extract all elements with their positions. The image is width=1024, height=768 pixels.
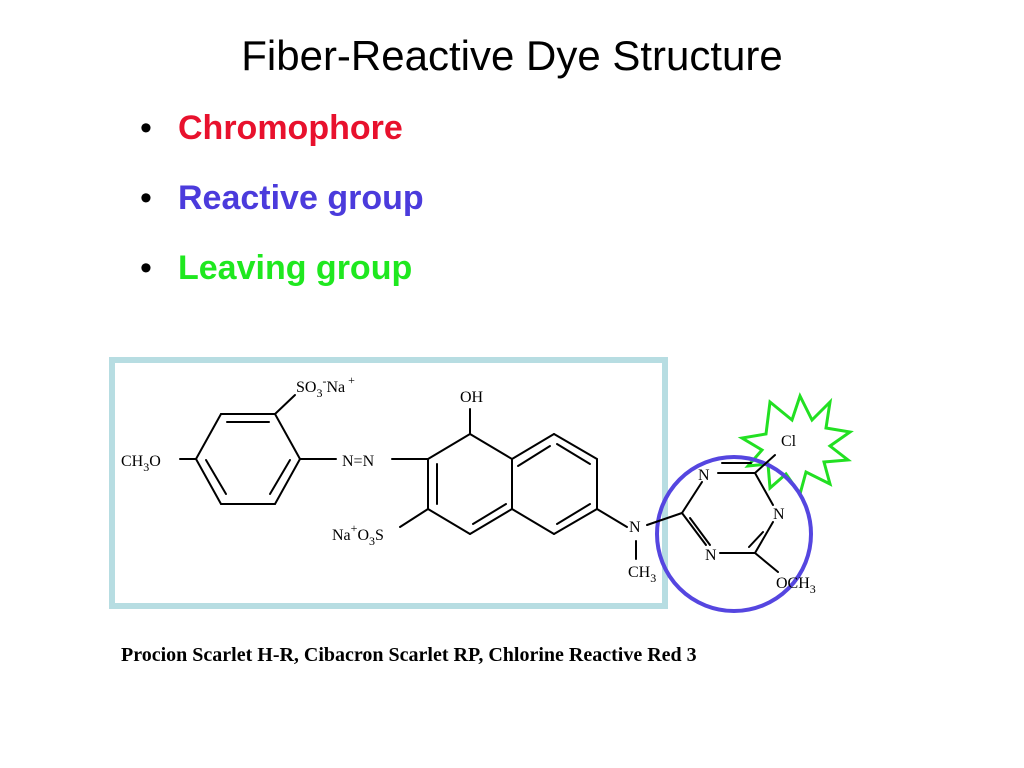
bullet-label: Leaving group	[178, 249, 413, 287]
azo-label: N=N	[342, 453, 375, 470]
chromophore-highlight-box	[109, 357, 668, 609]
bullet-reactive-group: • Reactive group	[140, 178, 424, 218]
oh-label: OH	[460, 389, 484, 406]
och3-label: OCH3	[776, 575, 816, 596]
cl-label: Cl	[781, 433, 797, 450]
n-methyl-label: CH3	[628, 564, 656, 585]
bullet-leaving-group: • Leaving group	[140, 248, 424, 288]
so3-na-label: SO3-Na+	[296, 373, 355, 400]
triazine-n-right-label: N	[773, 506, 785, 523]
bond-lines	[179, 394, 779, 573]
triazine-n-bottom-label: N	[705, 547, 717, 564]
bullet-label: Chromophore	[178, 109, 403, 147]
bullet-marker: •	[140, 249, 152, 287]
triazine-n-top-label: N	[698, 467, 710, 484]
reactive-group-circle	[655, 455, 813, 613]
dye-names-caption: Procion Scarlet H-R, Cibacron Scarlet RP…	[121, 644, 697, 666]
na-o3s-label: Na+O3S	[332, 521, 384, 548]
bullet-marker: •	[140, 109, 152, 147]
bullet-list: • Chromophore • Reactive group • Leaving…	[140, 108, 424, 318]
leaving-group-burst	[737, 392, 854, 498]
bullet-marker: •	[140, 179, 152, 217]
bullet-label: Reactive group	[178, 179, 424, 217]
bullet-chromophore: • Chromophore	[140, 108, 424, 148]
ch3o-label: CH3O	[121, 453, 161, 474]
amine-n-label: N	[629, 519, 641, 536]
slide-title: Fiber-Reactive Dye Structure	[241, 32, 783, 79]
